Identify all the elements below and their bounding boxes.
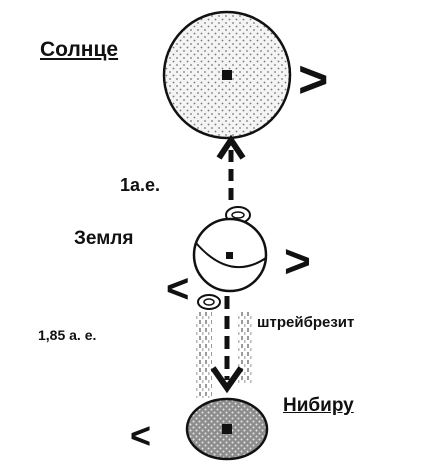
- earth-label: Земля: [74, 228, 134, 249]
- material-stream-right: [238, 312, 252, 384]
- earth-hemisphere-line: [195, 242, 267, 269]
- arrow-earth-to-sun-head: [216, 134, 246, 160]
- sun-label: Солнце: [40, 38, 119, 61]
- arrow-earth-to-nibiru-head: [210, 366, 244, 394]
- material-stream-left: [196, 312, 212, 398]
- nibiru-center-dot: [222, 424, 232, 434]
- material-stream: [196, 312, 252, 398]
- earth-spin-mark-bottom: [197, 294, 221, 310]
- arrow-earth-to-sun: [216, 134, 246, 200]
- arrow-earth-to-nibiru: [210, 296, 244, 394]
- distance-earth-nibiru-label: 1,85 а. е.: [38, 327, 97, 343]
- earth-motion-symbol-left: <: [166, 267, 189, 311]
- nibiru-label: Нибиру: [283, 395, 354, 416]
- nibiru-motion-symbol: <: [130, 415, 151, 456]
- sun: [162, 10, 292, 140]
- sun-motion-symbol: >: [298, 51, 328, 109]
- sun-center-dot: [222, 70, 232, 80]
- stream-label: штрейбрезит: [257, 314, 355, 331]
- earth-motion-symbol-right: >: [284, 235, 311, 287]
- earth: [192, 217, 268, 293]
- distance-sun-earth-label: 1а.е.: [120, 175, 161, 195]
- earth-center-dot: [226, 252, 233, 259]
- nibiru: [185, 397, 269, 461]
